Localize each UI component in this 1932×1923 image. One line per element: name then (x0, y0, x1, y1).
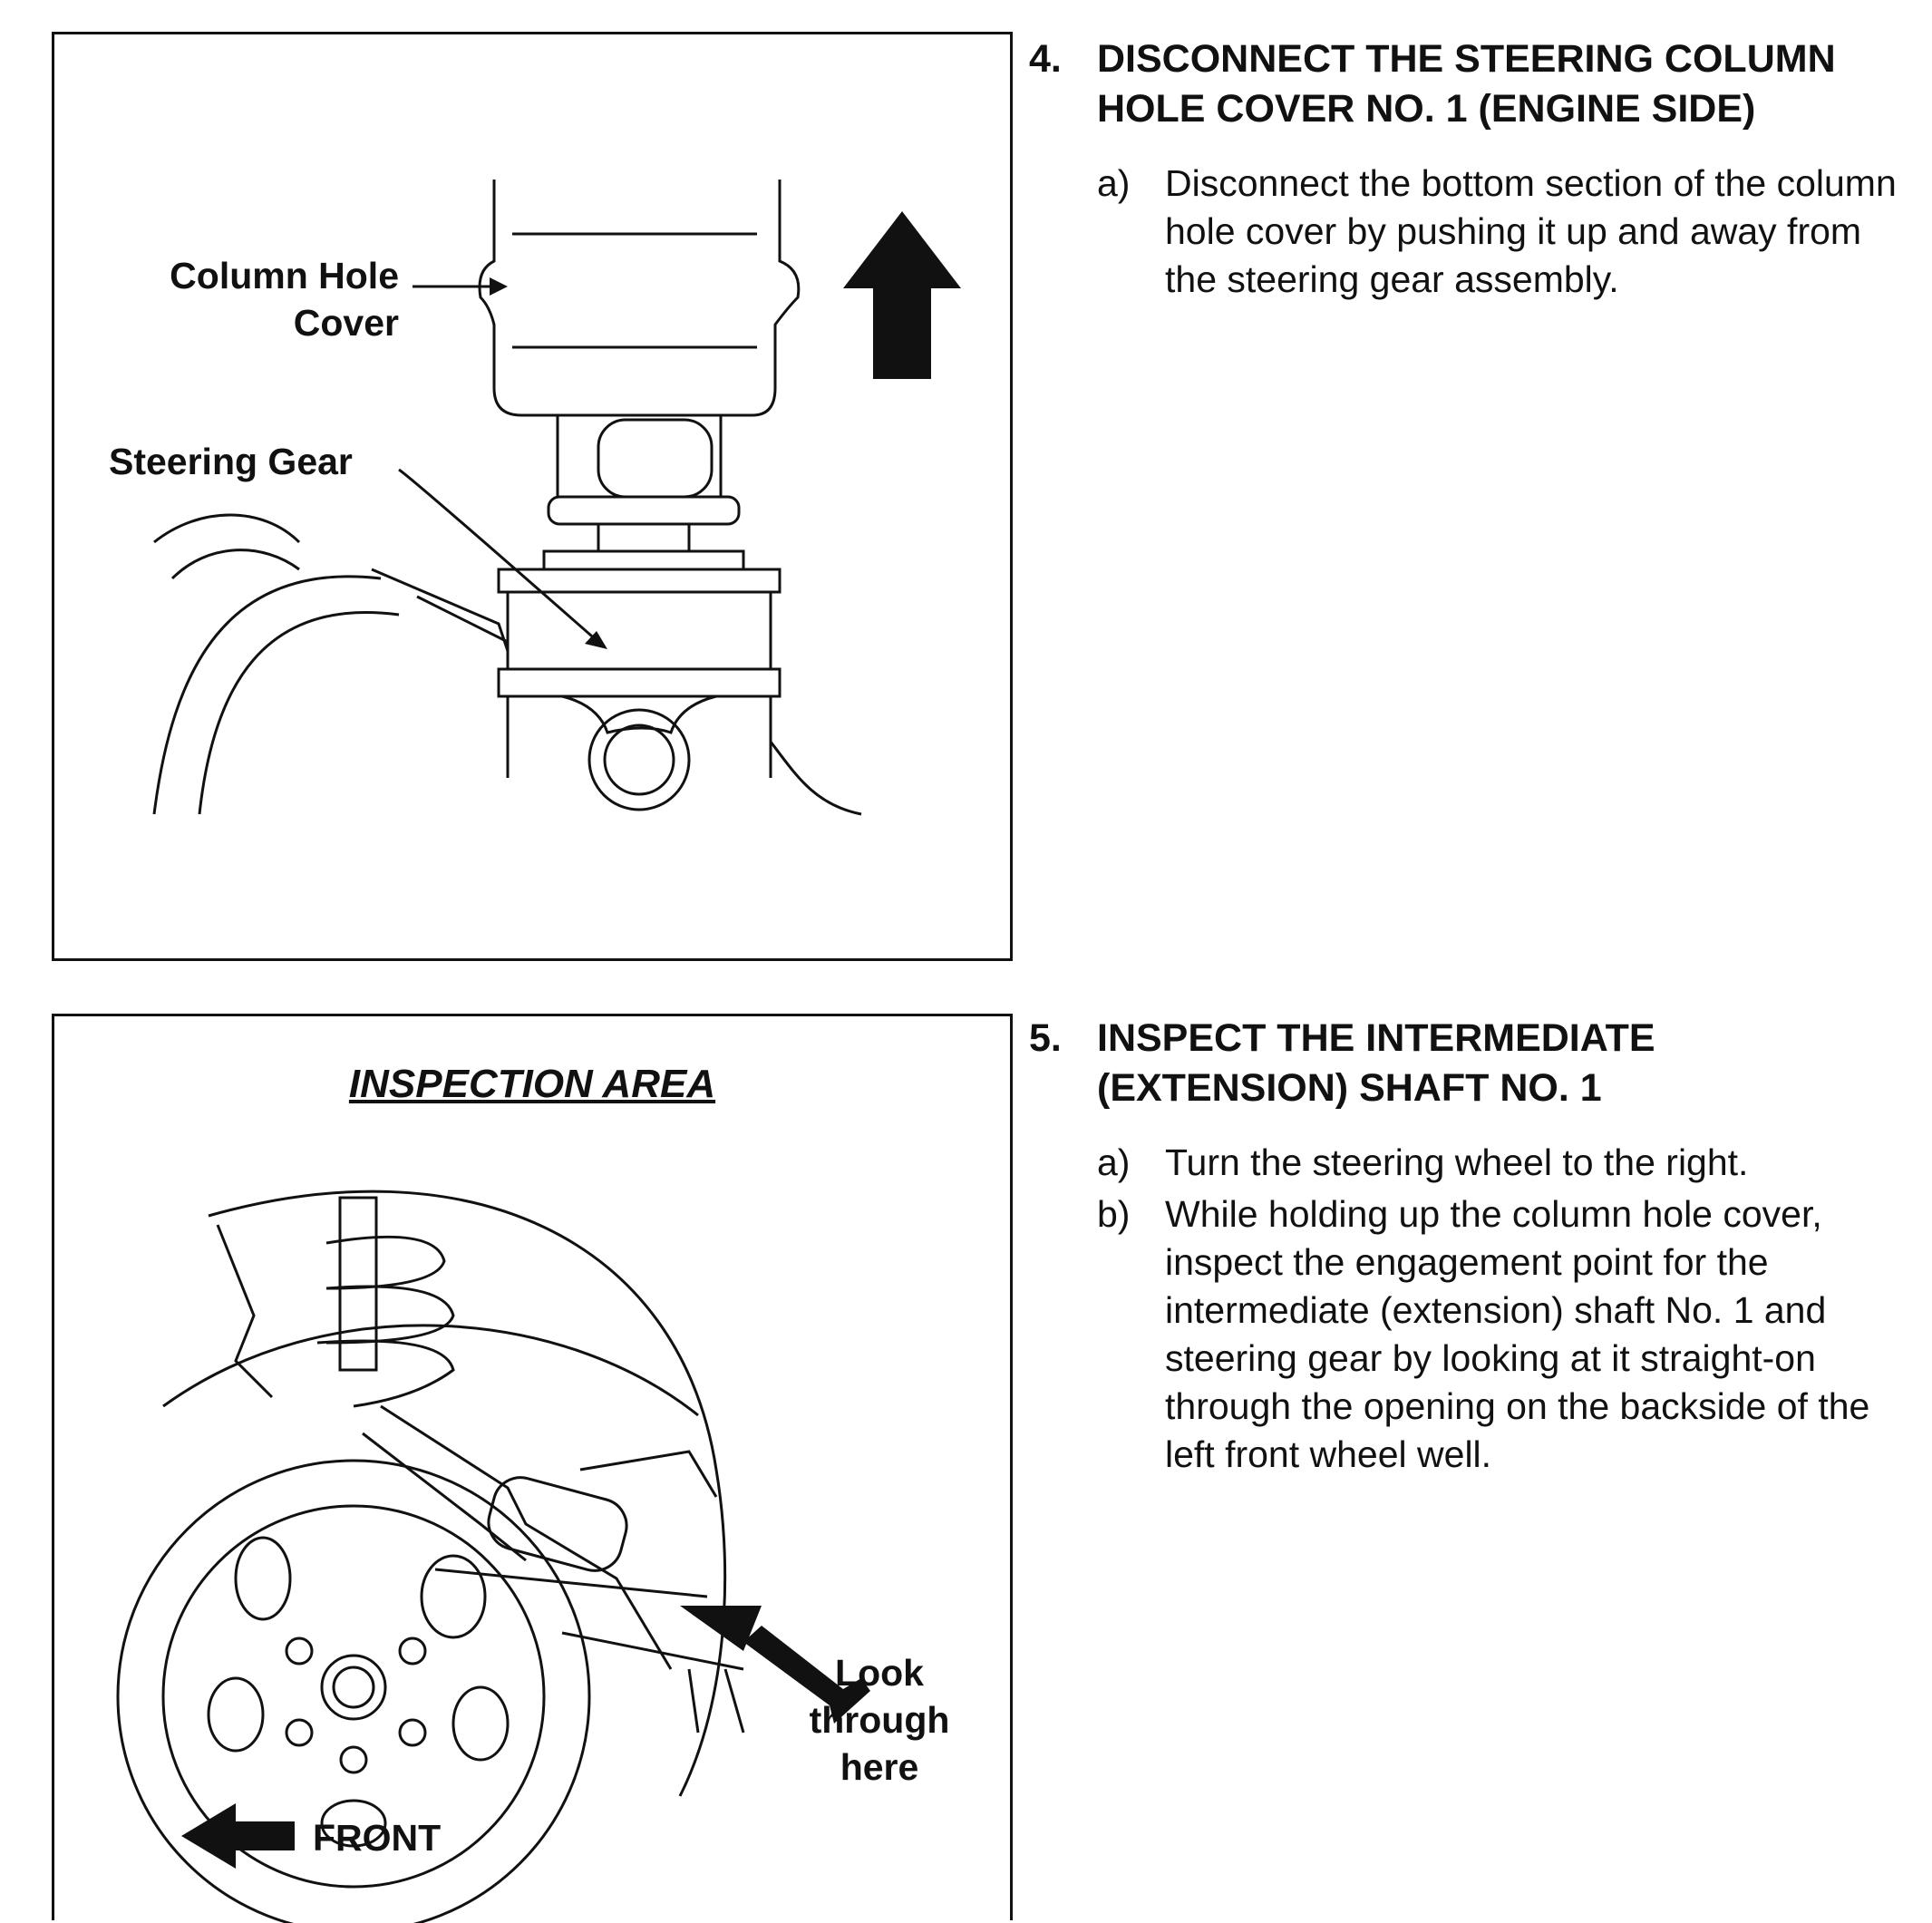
step-4-number: 4. (1029, 37, 1062, 81)
callout-look-line3: here (840, 1746, 919, 1788)
callout-look-line1: Look (835, 1652, 924, 1694)
callout-column-hole-line1: Column Hole (170, 255, 399, 296)
up-arrow-icon (843, 211, 961, 379)
step-4-substeps: a) Disconnect the bottom section of the … (1097, 160, 1908, 304)
callout-front: FRONT (313, 1817, 442, 1859)
callout-look-line2: through (809, 1699, 950, 1741)
step-4-heading: 4. DISCONNECT THE STEERING COLUMN HOLE C… (1029, 34, 1908, 134)
wheel-well-illustration (116, 1190, 870, 1923)
step-5-substeps: a) Turn the steering wheel to the right.… (1097, 1139, 1908, 1479)
callout-column-hole-line2: Cover (293, 302, 399, 344)
step-4-heading-line2: HOLE COVER NO. 1 (ENGINE SIDE) (1097, 87, 1756, 131)
inspection-area-title: INSPECTION AREA (348, 1062, 716, 1106)
step-5-substep-b: b) While holding up the column hole cove… (1097, 1190, 1908, 1479)
step-4: 4. DISCONNECT THE STEERING COLUMN HOLE C… (1029, 34, 1908, 307)
substep-label: b) (1097, 1193, 1131, 1235)
callout-column-hole-cover: Column Hole Cover (100, 252, 399, 346)
step-5: 5. INSPECT THE INTERMEDIATE (EXTENSION) … (1029, 1014, 1908, 1482)
step-4-substep-a: a) Disconnect the bottom section of the … (1097, 160, 1908, 304)
substep-label: a) (1097, 1141, 1131, 1183)
front-arrow-icon (181, 1803, 295, 1869)
callout-steering-gear: Steering Gear (109, 441, 353, 482)
callout-look-through-here: Look through here (789, 1649, 970, 1791)
step-5-heading-line2: (EXTENSION) SHAFT NO. 1 (1097, 1066, 1602, 1110)
substep-text: Disconnect the bottom section of the col… (1165, 162, 1897, 300)
step-5-substep-a: a) Turn the steering wheel to the right. (1097, 1139, 1908, 1187)
look-through-arrow-icon (743, 1626, 870, 1724)
step-5-heading-line1: INSPECT THE INTERMEDIATE (1097, 1016, 1655, 1060)
step-4-heading-line1: DISCONNECT THE STEERING COLUMN (1097, 37, 1836, 81)
figure-column-hole-cover: Column Hole Cover Steering Gear (52, 32, 1013, 961)
figure-inspection-area: INSPECTION AREA (52, 1014, 1013, 1923)
substep-label: a) (1097, 162, 1131, 204)
steering-gear-illustration (152, 180, 961, 816)
step-5-heading: 5. INSPECT THE INTERMEDIATE (EXTENSION) … (1029, 1014, 1908, 1113)
substep-text: Turn the steering wheel to the right. (1165, 1141, 1749, 1183)
step-5-number: 5. (1029, 1016, 1062, 1060)
substep-text: While holding up the column hole cover, … (1165, 1193, 1870, 1475)
